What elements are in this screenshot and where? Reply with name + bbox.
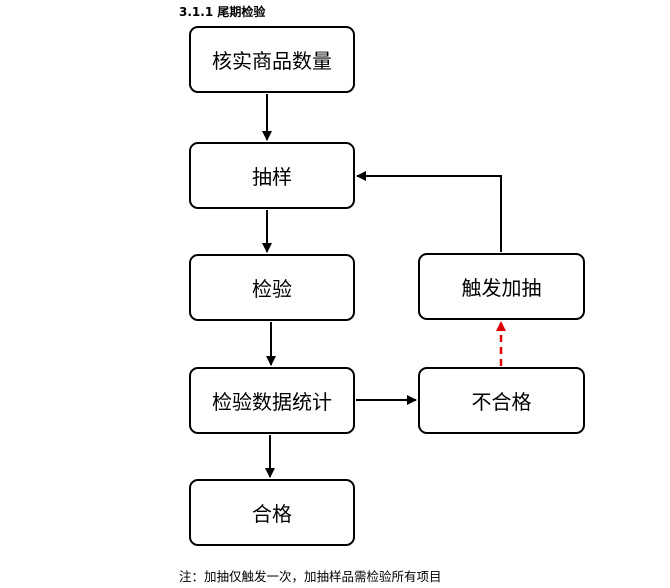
arrow-trigger-to-sampling xyxy=(356,171,502,252)
node-inspection-statistics: 检验数据统计 xyxy=(189,367,355,434)
node-fail: 不合格 xyxy=(418,367,585,434)
node-trigger-extra-sampling: 触发加抽 xyxy=(418,253,585,320)
footnote: 注：加抽仅触发一次，加抽样品需检验所有项目 xyxy=(179,569,442,584)
node-verify-quantity: 核实商品数量 xyxy=(189,26,355,93)
section-heading: 3.1.1 尾期检验 xyxy=(179,5,266,19)
node-inspection: 检验 xyxy=(189,254,355,321)
node-sampling: 抽样 xyxy=(189,142,355,209)
node-pass: 合格 xyxy=(189,479,355,546)
